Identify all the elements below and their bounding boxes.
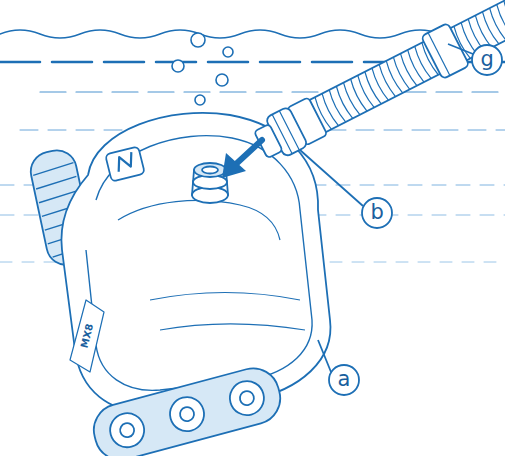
- bubble: [195, 95, 205, 105]
- wheel: [106, 409, 148, 451]
- front-panel: [86, 210, 312, 390]
- wheel-hub: [238, 390, 255, 407]
- wheel-hub: [178, 406, 195, 423]
- bottom-track: [88, 363, 286, 456]
- leader-line: [300, 150, 363, 206]
- hose-ridges: [313, 0, 505, 130]
- body-ridge: [118, 200, 280, 240]
- hose-assembly: [250, 0, 505, 166]
- leader-line: [448, 44, 473, 54]
- front-grille: [150, 293, 305, 331]
- leader-line: [318, 340, 331, 372]
- track: [88, 363, 286, 456]
- insert-arrow: [222, 140, 262, 178]
- water-line: [40, 91, 505, 92]
- bubble: [191, 33, 205, 47]
- callout-letter: a: [338, 369, 351, 390]
- callouts: [300, 44, 502, 395]
- hose-clip: [421, 23, 470, 79]
- callout-letter: b: [371, 202, 384, 223]
- wheel: [226, 377, 268, 419]
- robot-cleaner: [27, 113, 330, 456]
- nozzle-opening: [194, 163, 226, 177]
- callout-circle: [362, 198, 392, 228]
- callout-circle: [472, 45, 502, 75]
- clip-edge: [428, 33, 450, 76]
- nozzle-hole: [202, 167, 218, 174]
- callout-letter: g: [481, 49, 494, 70]
- wheel: [166, 393, 208, 435]
- bubble: [223, 47, 233, 57]
- logo-mark: [115, 152, 135, 172]
- wheel-hub: [119, 422, 136, 439]
- arrow-shaft: [236, 140, 262, 164]
- hose-nozzle: [192, 163, 228, 203]
- bubble: [172, 60, 184, 72]
- arrow-head: [222, 153, 246, 178]
- model-plate: [70, 300, 104, 372]
- hose: [308, 0, 505, 133]
- robot-body: [61, 113, 330, 411]
- bubble: [216, 74, 228, 86]
- callout-circle: [329, 365, 359, 395]
- logo-badge: [105, 146, 145, 181]
